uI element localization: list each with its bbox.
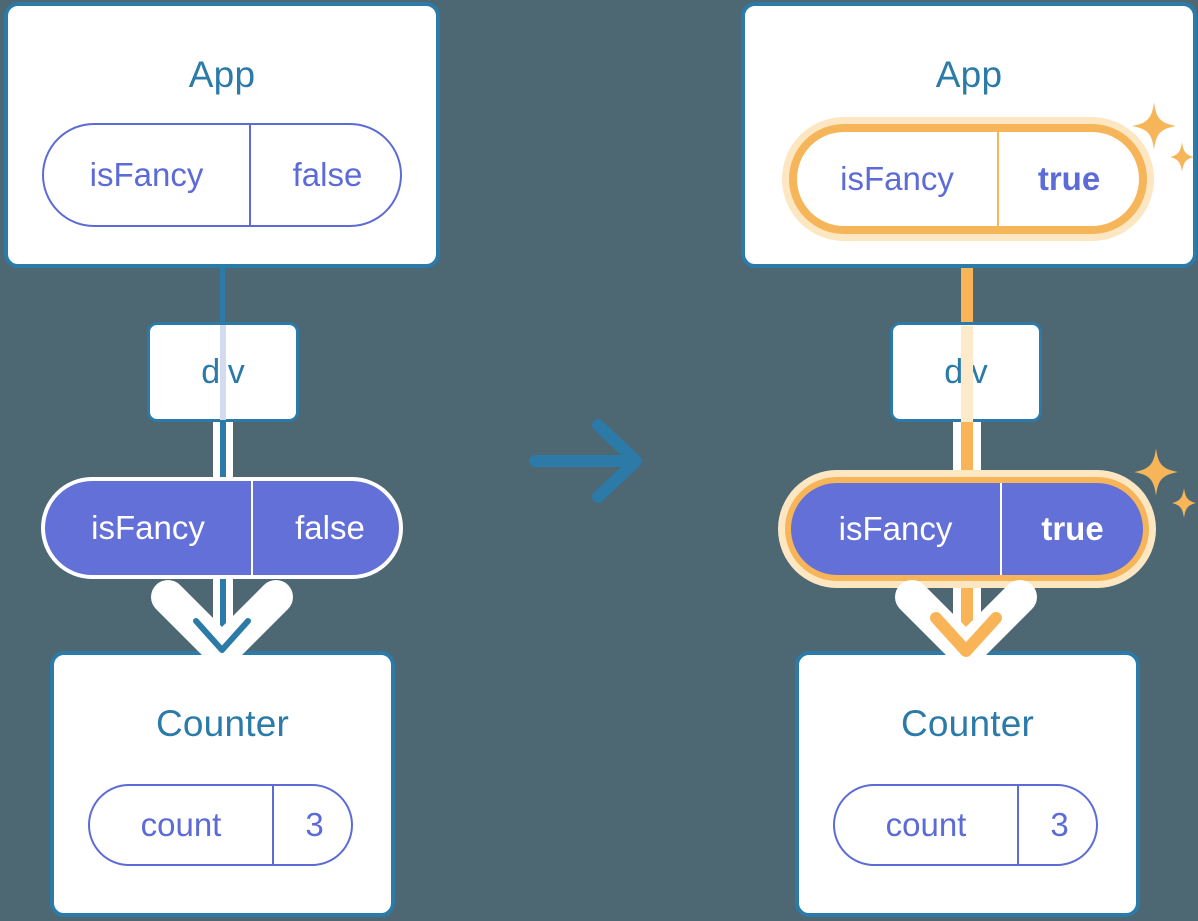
left-counter-title: Counter — [155, 703, 290, 744]
left-app-title: App — [188, 54, 256, 95]
right-prop-key: isFancy — [838, 510, 953, 547]
left-connector-through-div — [220, 325, 226, 420]
left-prop-pill[interactable]: isFancy false — [41, 477, 403, 579]
right-app-state-value: true — [997, 132, 1139, 226]
left-connector-div-to-prop — [220, 412, 226, 522]
left-prop-value: false — [251, 481, 407, 575]
sparkle-group-prop — [1134, 448, 1196, 518]
left-app-state-pill[interactable]: isFancy false — [42, 123, 402, 227]
left-counter-state-pill[interactable]: count 3 — [88, 784, 353, 866]
left-counter-state-key: count — [140, 806, 222, 843]
right-app-state-key: isFancy — [840, 160, 954, 197]
right-counter-state-value: 3 — [1017, 786, 1100, 864]
right-counter-state-pill[interactable]: count 3 — [833, 784, 1098, 866]
left-app-state-value: false — [249, 125, 404, 225]
right-connector-through-div — [961, 326, 973, 422]
right-app-state-pill[interactable]: isFancy true — [789, 124, 1147, 234]
right-app-title: App — [935, 54, 1003, 95]
right-prop-pill[interactable]: isFancy true — [785, 477, 1149, 581]
left-app-state-key: isFancy — [89, 156, 204, 193]
right-prop-value: true — [1000, 483, 1143, 575]
right-counter-title: Counter — [900, 703, 1035, 744]
sparkle-group-app — [1132, 102, 1194, 172]
left-counter-state-value: 3 — [272, 786, 355, 864]
left-connector-prop-to-counter — [220, 560, 226, 665]
left-prop-key: isFancy — [91, 509, 205, 546]
right-counter-state-key: count — [885, 806, 967, 843]
